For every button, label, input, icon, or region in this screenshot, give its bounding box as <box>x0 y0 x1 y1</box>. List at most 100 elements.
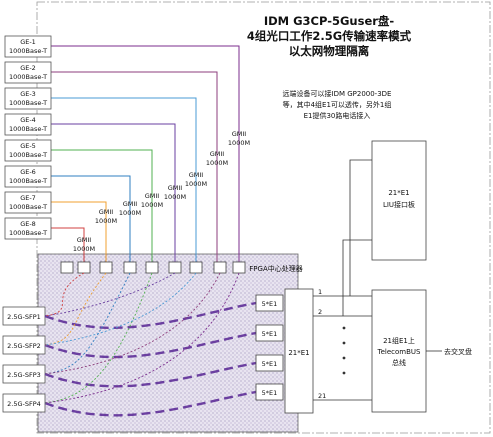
gmii-speed: 1000M <box>185 180 207 188</box>
ellipsis-dot-1 <box>342 326 346 330</box>
ge-port-box <box>4 217 52 240</box>
sfp-port-3: 2.5G-SFP3 <box>2 364 46 384</box>
ellipsis-dot-4 <box>342 371 346 375</box>
ge-port-name: GE-7 <box>20 194 36 202</box>
ge-port-type: 1000Base-T <box>9 151 47 159</box>
gmii-label: GMII <box>189 171 204 179</box>
ge-port-type: 1000Base-T <box>9 99 47 107</box>
gmii-label: GMII <box>210 150 225 158</box>
telecom-box-line-3: 总线 <box>392 358 406 367</box>
e1-group-label: 5*E1 <box>262 360 278 368</box>
sfp-port-label: 2.5G-SFP4 <box>7 400 41 408</box>
gmii-speed: 1000M <box>206 159 228 167</box>
fpga-port-row <box>60 261 246 274</box>
sfp-3-e1-link <box>44 361 257 388</box>
title-line-3: 以太网物理隔离 <box>289 44 370 58</box>
ge-port-name: GE-2 <box>20 64 36 72</box>
ge-port-box <box>4 191 52 214</box>
ge-port-name: GE-6 <box>20 168 36 176</box>
fpga-port-4 <box>123 261 137 274</box>
fpga-port-1 <box>60 261 74 274</box>
e1-group-label: 5*E1 <box>262 389 278 397</box>
e1-number-2: 2 <box>318 308 322 316</box>
telecom-box-line-1: 21组E1上 <box>383 336 415 345</box>
e1-group-label: 5*E1 <box>262 300 278 308</box>
e1-number-3: 21 <box>318 392 326 400</box>
e1-mux-label: 21*E1 <box>288 349 309 357</box>
fpga-port-7 <box>189 261 203 274</box>
ge-8-wire <box>51 227 85 262</box>
ellipsis-dot-3 <box>342 356 346 360</box>
ge-port-box <box>4 87 52 110</box>
e1-group-column: 5*E1 5*E1 5*E1 5*E1 <box>44 272 284 417</box>
fpga-sfp-curve-1 <box>44 272 85 317</box>
ge-port-box <box>4 139 52 162</box>
sfp-4-e1-link <box>44 390 257 417</box>
fpga-sfp-curve-5 <box>44 272 176 317</box>
liu-bracket-top <box>349 159 372 296</box>
ge-port-column: GE-11000Base-TGE-21000Base-TGE-31000Base… <box>4 35 52 240</box>
telecom-bus-box <box>371 289 427 413</box>
liu-bracket-bottom <box>342 239 372 316</box>
ge-port-type: 1000Base-T <box>9 47 47 55</box>
e1-group-box-2 <box>255 324 284 342</box>
ge-port-name: GE-5 <box>20 142 36 150</box>
ge-6-wire <box>51 175 131 262</box>
sfp-port-label: 2.5G-SFP1 <box>7 313 41 321</box>
title-line-1: IDM G3CP-5Guser盘- <box>264 14 395 28</box>
ge-port-name: GE-8 <box>20 220 36 228</box>
ge-port-type: 1000Base-T <box>9 125 47 133</box>
e1-group-box-1 <box>255 294 284 312</box>
outer-frame <box>36 1 491 434</box>
e1-group-label: 5*E1 <box>262 330 278 338</box>
ge-port-box <box>4 35 52 58</box>
gmii-label: GMII <box>232 130 247 138</box>
ge-4-wire <box>51 123 176 262</box>
fpga-port-6 <box>168 261 182 274</box>
ge-port-type: 1000Base-T <box>9 203 47 211</box>
sfp-port-label: 2.5G-SFP2 <box>7 342 41 350</box>
title-line-2: 4组光口工作2.5G传输速率模式 <box>247 29 412 43</box>
ellipsis-dot-2 <box>342 341 346 345</box>
note-line-3: E1提供30路电话接入 <box>304 111 371 120</box>
fpga-sfp-curve-7 <box>44 272 221 375</box>
fpga-sfp-curve-2 <box>44 272 107 346</box>
ge-port-box <box>4 113 52 136</box>
sfp-port-1: 2.5G-SFP1 <box>2 306 46 326</box>
sfp-2-e1-link <box>44 331 257 359</box>
liu-box-line-2: LIU接口板 <box>383 200 415 209</box>
sfp-port-4: 2.5G-SFP4 <box>2 393 46 413</box>
ge-port-type: 1000Base-T <box>9 229 47 237</box>
gmii-label: GMII <box>123 200 138 208</box>
fpga-sfp-curve-4 <box>44 272 153 404</box>
ge-1-wire <box>51 45 240 262</box>
gmii-speed: 1000M <box>119 209 141 217</box>
ge-wiring <box>51 45 240 262</box>
fpga-port-8 <box>213 261 227 274</box>
sfp-port-label: 2.5G-SFP3 <box>7 371 41 379</box>
e1-group-box-4 <box>255 383 284 401</box>
sfp-1-e1-link <box>44 301 257 329</box>
gmii-speed: 1000M <box>73 245 95 253</box>
fpga-port-3 <box>99 261 113 274</box>
ge-7-wire <box>51 201 107 262</box>
note-line-1: 远端设备可以接IDM GP2000-3DE <box>283 89 392 98</box>
fpga-port-2 <box>77 261 91 274</box>
note-line-2: 等，其中4组E1可以透传，另外1组 <box>283 100 392 109</box>
sfp-port-2: 2.5G-SFP2 <box>2 335 46 355</box>
telecom-box-line-2: TelecomBUS <box>377 348 422 356</box>
ge-port-name: GE-3 <box>20 90 36 98</box>
liu-box <box>371 140 427 261</box>
gmii-speed: 1000M <box>141 201 163 209</box>
gmii-speed: 1000M <box>228 139 250 147</box>
gmii-label: GMII <box>77 236 92 244</box>
fpga-port-9 <box>232 261 246 274</box>
fpga-sfp-curve-8 <box>44 272 240 404</box>
ge-port-name: GE-4 <box>20 116 36 124</box>
